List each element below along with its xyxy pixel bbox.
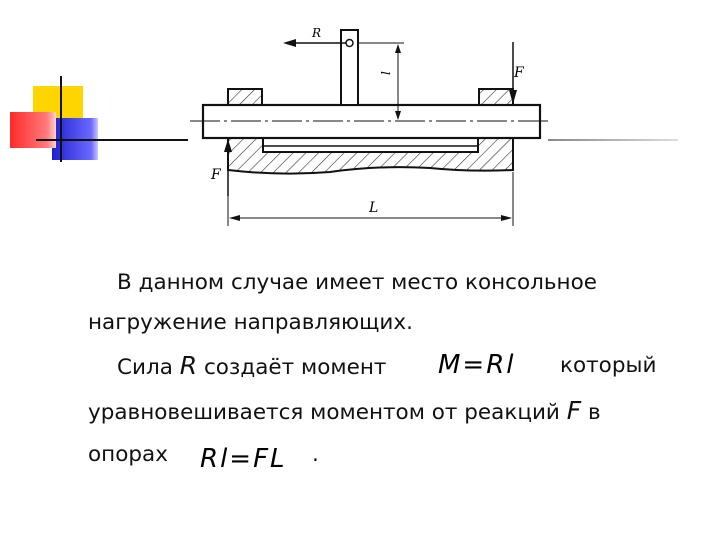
text-line-3-c: который	[560, 353, 657, 378]
text-line-5-a: опорах	[88, 442, 168, 467]
text-line-3-a: Сила	[117, 355, 180, 380]
force-R-label: R	[311, 26, 321, 40]
text-line-5: опорах	[88, 440, 188, 469]
dim-L-label: L	[368, 200, 378, 216]
force-F-right-arrowhead	[509, 90, 517, 104]
text-line-2-content: нагружение направляющих.	[88, 310, 413, 335]
text-line-3-tail: который	[560, 351, 690, 380]
text-line-3-b: создаёт момент	[197, 355, 387, 380]
force-R-arrowhead	[283, 39, 296, 47]
text-line-2: нагружение направляющих.	[88, 308, 698, 337]
dim-l-arrow-bottom	[395, 111, 401, 120]
deco-horizontal-line	[36, 139, 188, 141]
text-symbol-R: R	[179, 351, 198, 380]
formula-balance: Rl=FL	[200, 444, 287, 474]
post-hole	[345, 38, 354, 48]
text-line-4: уравновешивается моментом от реакций F в	[88, 396, 698, 427]
dim-l-arrow-top	[395, 44, 401, 53]
text-line-4-a: уравновешивается моментом от реакций	[88, 400, 567, 425]
force-F-right-label: F	[513, 65, 525, 81]
load-post	[340, 29, 359, 106]
guide-loading-diagram: R l F F L	[190, 26, 548, 226]
force-F-left-arrowhead	[224, 139, 232, 152]
text-line-3: Сила R создаёт момент	[117, 351, 720, 382]
dim-L-arrow-right	[501, 215, 512, 221]
formula-moment: M=Rl	[438, 350, 516, 380]
text-line-5-end: .	[312, 440, 332, 469]
dim-l-label: l	[379, 71, 393, 75]
left-support-block	[227, 88, 263, 106]
deco-red-square	[10, 112, 56, 148]
deco-horizontal-line-right	[548, 139, 678, 141]
force-F-left-label: F	[210, 167, 222, 183]
text-symbol-F: F	[566, 396, 582, 425]
deco-vertical-line	[60, 76, 62, 162]
right-support-block	[478, 88, 514, 106]
text-line-4-b: в	[581, 400, 601, 425]
text-line-1-content: В данном случае имеет место консольное	[117, 270, 597, 295]
dim-L-arrow-left	[229, 215, 240, 221]
text-line-5-period: .	[312, 442, 319, 467]
text-line-1: В данном случае имеет место консольное	[117, 268, 720, 297]
guide-base	[227, 137, 514, 175]
